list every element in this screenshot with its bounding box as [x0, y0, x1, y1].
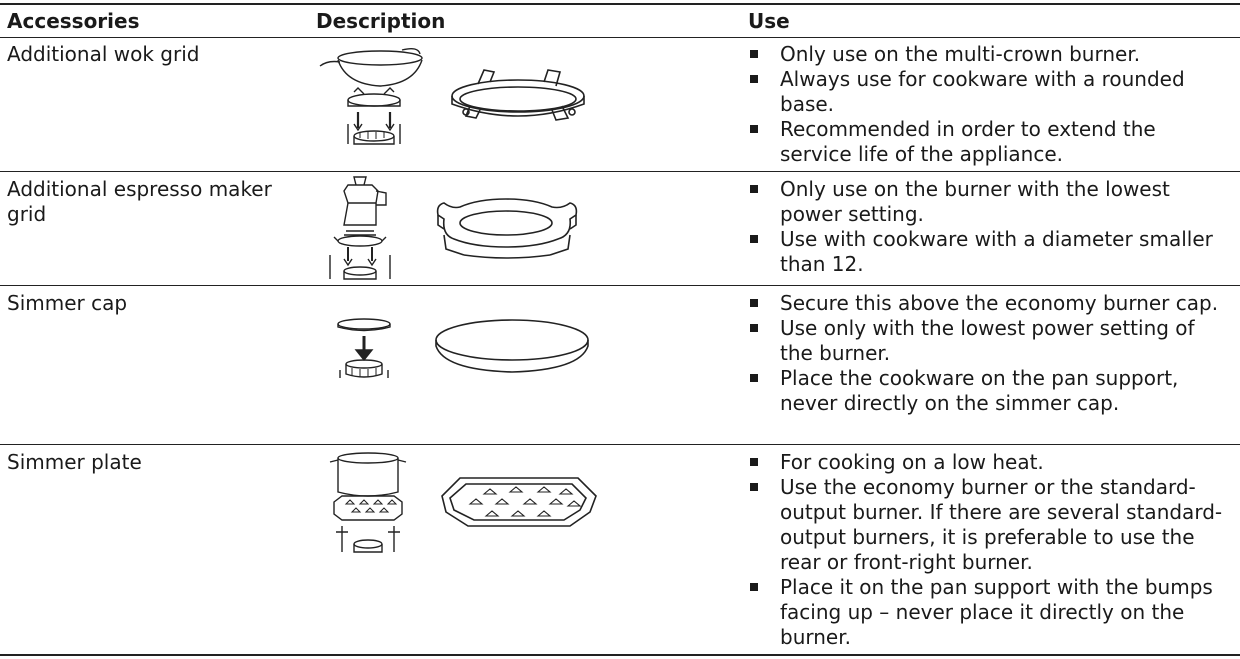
simmer-cap-on-burner-illustration — [336, 318, 396, 380]
accessory-name: Additional espresso maker grid — [7, 177, 272, 226]
simmer-cap-illustration — [434, 318, 590, 374]
use-item: Use with cookware with a diameter smalle… — [748, 227, 1228, 277]
header-accessories: Accessories — [7, 9, 140, 33]
use-item: Only use on the multi-crown burner. — [748, 42, 1228, 67]
use-list: Only use on the multi-crown burner. Alwa… — [748, 42, 1228, 167]
accessory-name: Additional wok grid — [7, 42, 200, 66]
use-item: Use the economy burner or the standard-o… — [748, 475, 1228, 575]
header-description: Description — [316, 9, 446, 33]
row-divider — [0, 171, 1240, 172]
accessory-name: Simmer cap — [7, 291, 128, 315]
table-bottom-rule — [0, 654, 1240, 656]
use-item: Use only with the lowest power setting o… — [748, 316, 1228, 366]
row-divider — [0, 444, 1240, 445]
espresso-on-burner-illustration — [326, 175, 408, 281]
espresso-grid-illustration — [434, 195, 580, 261]
use-item: Secure this above the economy burner cap… — [748, 291, 1228, 316]
table-top-rule — [0, 3, 1240, 5]
wok-on-burner-illustration — [318, 44, 428, 154]
pot-on-simmer-plate-illustration — [328, 452, 408, 556]
use-list: Only use on the burner with the lowest p… — [748, 177, 1228, 277]
header-use: Use — [748, 9, 790, 33]
use-list: For cooking on a low heat. Use the econo… — [748, 450, 1228, 650]
use-item: For cooking on a low heat. — [748, 450, 1228, 475]
header-rule — [0, 37, 1240, 38]
use-item: Always use for cookware with a rounded b… — [748, 67, 1228, 117]
use-item: Place the cookware on the pan support, n… — [748, 366, 1228, 416]
accessory-name: Simmer plate — [7, 450, 142, 474]
use-item: Place it on the pan support with the bum… — [748, 575, 1228, 650]
use-list: Secure this above the economy burner cap… — [748, 291, 1228, 416]
use-item: Only use on the burner with the lowest p… — [748, 177, 1228, 227]
simmer-plate-illustration — [440, 472, 598, 530]
wok-grid-illustration — [448, 66, 590, 128]
use-item: Recommended in order to extend the servi… — [748, 117, 1228, 167]
row-divider — [0, 285, 1240, 286]
